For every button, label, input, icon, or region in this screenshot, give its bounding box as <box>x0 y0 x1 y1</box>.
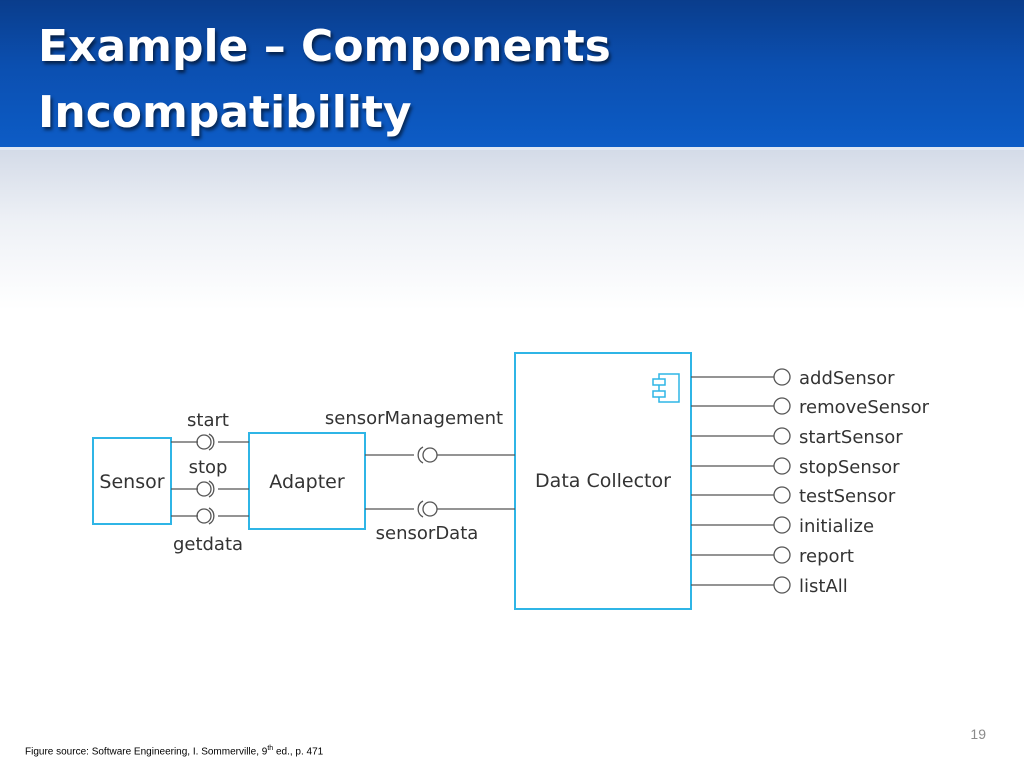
interface-label-stop-sensor: stopSensor <box>799 457 900 478</box>
header-divider <box>0 147 1024 150</box>
figure-source-footnote: Figure source: Software Engineering, I. … <box>25 745 323 757</box>
interface-label-add-sensor: addSensor <box>799 368 895 389</box>
data-collector-component-box <box>514 352 692 610</box>
footnote-superscript: th <box>267 745 274 752</box>
slide-title-line-1: Example – Components <box>38 21 611 72</box>
interface-label-remove-sensor: removeSensor <box>799 397 930 418</box>
interface-label-sensor-management: sensorManagement <box>325 408 503 429</box>
sensor-label: Sensor <box>99 471 164 493</box>
adapter-label: Adapter <box>269 471 345 493</box>
interface-label-list-all: listAll <box>799 576 848 597</box>
footnote-suffix: ed., p. 471 <box>273 746 324 758</box>
slide-title-line-2: Incompatibility <box>38 87 412 138</box>
adapter-component-box <box>248 432 366 530</box>
header-gradient <box>0 150 1024 310</box>
slide-header <box>0 0 1024 147</box>
slide-title: Example – Components Incompatibility <box>38 14 938 146</box>
sensor-adapter-connectors <box>171 433 249 525</box>
interface-label-start: start <box>187 410 229 431</box>
page-number: 19 <box>970 726 986 742</box>
collector-interface-lollipops <box>691 368 791 594</box>
interface-label-stop: stop <box>189 457 228 478</box>
component-icon <box>652 373 680 403</box>
interface-label-sensor-data: sensorData <box>376 523 479 544</box>
interface-label-test-sensor: testSensor <box>799 486 896 507</box>
adapter-collector-connectors <box>365 446 515 518</box>
footnote-prefix: Figure source: Software Engineering, I. … <box>25 746 268 758</box>
interface-label-start-sensor: startSensor <box>799 427 903 448</box>
sensor-component-box <box>92 437 172 525</box>
data-collector-label: Data Collector <box>535 470 671 492</box>
interface-label-report: report <box>799 546 854 567</box>
interface-label-getdata: getdata <box>173 534 243 555</box>
interface-label-initialize: initialize <box>799 516 874 537</box>
